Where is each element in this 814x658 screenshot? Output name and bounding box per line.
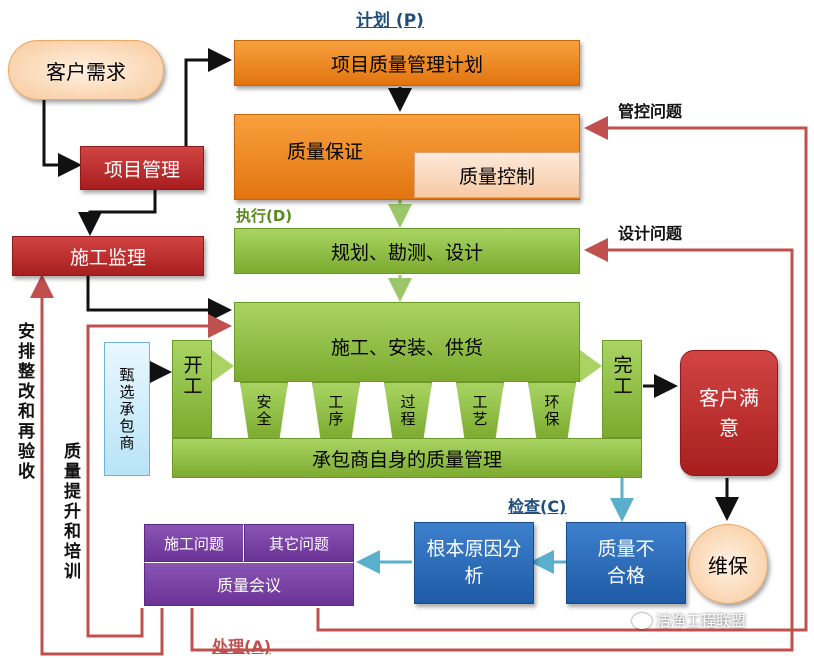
arrow-pm-to-supervision (78, 190, 157, 236)
node-contractor-qm: 承包商自身的质量管理 (172, 438, 642, 478)
arrow-pm-to-plan (184, 48, 232, 146)
node-quality-nonconforming: 质量不合格 (566, 522, 686, 604)
node-start-work: 开工 (172, 340, 212, 438)
feedback-control-issues (316, 116, 808, 632)
label-plan: 计划 (P) (356, 11, 424, 31)
watermark: 洁净工程联盟 (632, 610, 746, 631)
node-root-cause: 根本原因分析 (414, 522, 534, 604)
start-arrow-tip (212, 350, 234, 382)
node-project-management: 项目管理 (80, 146, 204, 190)
arrow-demand-to-pm (42, 100, 82, 177)
node-complete-work: 完工 (602, 340, 642, 438)
stage-procedure: 工序 (312, 382, 360, 440)
label-do: 执行(D) (236, 207, 293, 225)
label-check: 检查(C) (508, 497, 567, 516)
node-construction-supervision: 施工监理 (12, 236, 204, 276)
node-other-issues: 其它问题 (244, 524, 354, 562)
wechat-icon (632, 612, 652, 629)
node-quality-control: 质量控制 (414, 152, 580, 198)
feedback-design-issues (190, 238, 794, 652)
node-customer-demand: 客户需求 (8, 40, 164, 100)
label-rectify-reinspect: 安排整改和再验收 (14, 322, 34, 482)
node-construction-install-supply: 施工、安装、供货 (234, 302, 580, 382)
label-design-issues: 设计问题 (618, 224, 683, 243)
arrow-supervision-to-construction (86, 275, 232, 322)
node-maintenance: 维保 (688, 524, 768, 604)
node-quality-meeting: 质量会议 (144, 562, 354, 606)
node-customer-satisfied: 客户满意 (680, 350, 778, 476)
node-planning-survey-design: 规划、勘测、设计 (234, 228, 580, 274)
label-control-issues: 管控问题 (618, 102, 683, 121)
complete-arrow-tip (580, 350, 602, 382)
node-construction-issues: 施工问题 (144, 524, 244, 562)
feedback-improve (86, 314, 232, 638)
label-act: 处理(A) (212, 637, 272, 656)
feedback-rectify (30, 274, 164, 656)
node-screen-contractors: 甄选承包商 (104, 342, 150, 476)
stage-safety: 安全 (240, 382, 288, 440)
node-quality-plan: 项目质量管理计划 (234, 40, 580, 86)
label-improve-train: 质量提升和培训 (60, 442, 80, 582)
